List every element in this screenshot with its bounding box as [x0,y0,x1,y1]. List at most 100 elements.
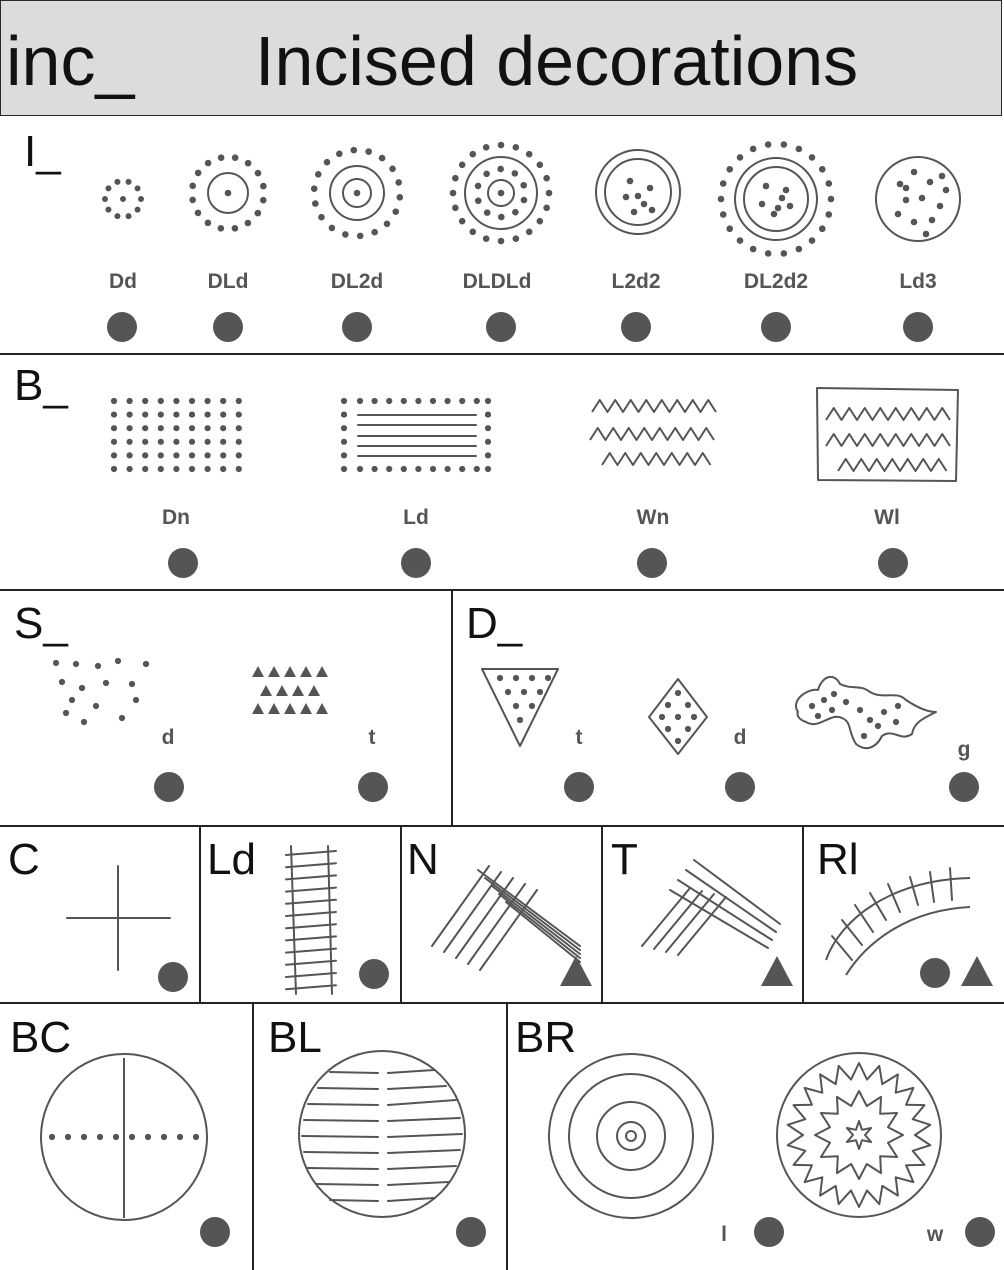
dot-ring-point [545,189,553,197]
dot-ring-point [749,245,757,253]
dot-ring-point [719,211,727,218]
short-dash-line [329,1071,379,1074]
scattered-dot [926,178,934,186]
dot-ring-point [134,185,141,192]
line-dot [48,1133,56,1141]
short-dash-line [303,1119,379,1122]
arc-rung [929,871,935,903]
grid-dot [173,397,180,405]
scattered-dot [646,184,654,192]
dot-ring-point [469,228,477,236]
border-dot [484,438,492,445]
grid-dot [220,425,227,432]
dot-ring-point [310,185,318,193]
dot-ring-point [825,180,833,187]
short-dash-line [301,1135,379,1138]
grid-dot [188,465,196,473]
dot-ring-point [189,196,196,204]
border-dot [444,465,451,473]
dot-ring-point [536,161,544,169]
dot-ring-point [138,196,144,202]
dot-ring-point [125,178,132,185]
scattered-dot [68,696,76,704]
incised-circle [342,178,372,208]
incised-circle [487,179,515,207]
dot-ring-point [114,213,121,220]
short-dash-line [329,1199,379,1202]
incised-circle [207,172,249,214]
scattered-dot [78,684,86,692]
border-dot [473,465,480,473]
dot-ring-point [449,189,457,197]
dot-ring-point [536,217,544,225]
arc-rung [854,904,874,933]
grid-dot [220,452,227,459]
border-dot [340,425,348,432]
concentric-circle [625,1130,637,1142]
filled-circle-marker [486,312,516,342]
ladder-rung [285,947,337,954]
code-label-dldld: DLDLd [462,270,532,293]
grid-dot [188,438,196,445]
filled-circle-marker [342,312,372,342]
small-triangle [252,703,264,714]
dot-ring-point [497,237,505,245]
incised-dot [120,196,126,202]
dot-ring-point [497,141,505,149]
dot-ring-point [395,179,402,186]
dot-ring-point [452,174,459,182]
code-label-ld: Ld [403,506,429,529]
grid-dot [235,438,242,445]
scattered-dot [902,184,910,192]
grid-dot [126,465,133,473]
code-label-wn: Wn [636,506,670,529]
filled-circle-marker [878,548,908,578]
dot-ring-point [204,219,212,227]
grid-dot [204,452,211,459]
dot-ring-point [458,161,466,169]
border-dot [386,397,393,405]
section-label-n: N [407,835,439,884]
small-triangle [316,666,328,677]
scattered-dot [512,702,520,710]
grid-dot [188,397,196,405]
dot-ring-point [780,141,788,148]
filled-circle-marker [107,312,137,342]
border-dot [340,438,348,445]
scattered-dot [80,718,88,726]
dot-ring-point [383,220,391,228]
section-code: inc_ [6,22,135,100]
small-triangle [268,666,280,677]
filled-circle-marker [725,772,755,802]
grid-dot [173,425,180,432]
grid-dot [204,438,211,445]
small-triangle [308,685,320,696]
grid-dot [110,438,118,445]
code-label-br-l: l [721,1223,727,1246]
incised-dot [353,189,361,197]
line-dot [144,1133,152,1141]
scattered-dot [674,689,682,697]
code-label-ld3: Ld3 [899,270,937,293]
divider-line [252,1003,254,1270]
dot-ring-point [764,250,772,257]
dot-ring-point [482,235,490,242]
scattered-dot [622,193,630,201]
small-triangle [252,666,264,677]
border-dot [429,397,437,405]
grid-dot [220,411,227,418]
incised-circle [875,156,961,242]
dot-ring-point [749,145,757,153]
small-triangle [276,685,288,696]
grid-dot [126,425,133,432]
dot-ring-point [314,171,322,178]
scattered-dot [674,737,682,745]
grid-dot [188,452,196,459]
dot-ring-point [726,165,734,173]
outer-zigzag [786,1062,932,1208]
dot-ring-point [474,182,482,190]
border-dot [340,411,348,418]
border-dot [340,452,348,459]
incised-circle [329,165,385,221]
grid-dot [157,452,164,459]
